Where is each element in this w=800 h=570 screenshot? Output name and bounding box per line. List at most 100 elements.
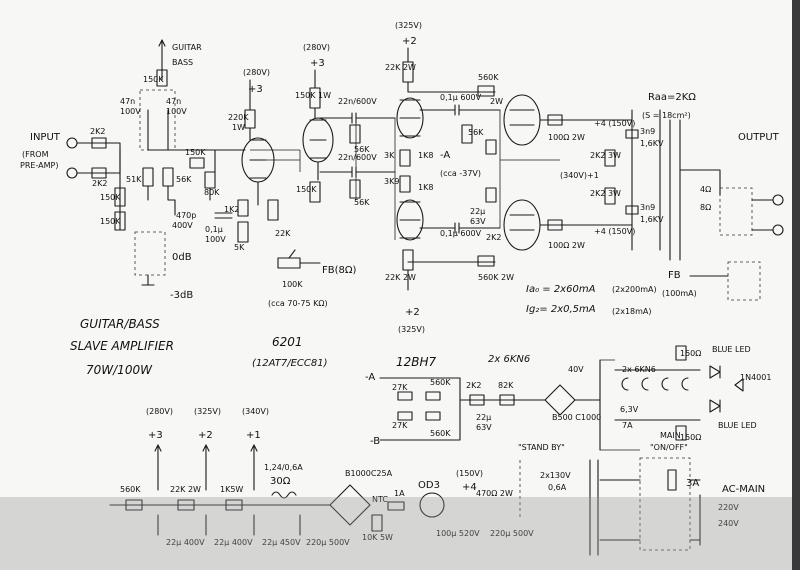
label-150k-5: 150K 1W bbox=[295, 91, 331, 100]
rail-plus2-a: +2 bbox=[402, 36, 417, 47]
input-preamp-label: PRE-AMP) bbox=[20, 161, 58, 170]
od3-label: OD3 bbox=[418, 480, 440, 491]
impedance-switch bbox=[719, 187, 753, 236]
guitar-label: GUITAR bbox=[172, 43, 202, 52]
heater-6kn6-label: 2x 6KN6 bbox=[622, 365, 656, 374]
label-5k: 5K bbox=[234, 243, 245, 252]
output-switch-b bbox=[727, 261, 761, 301]
tube-6kn6-b bbox=[503, 199, 541, 251]
feedback-pot bbox=[277, 257, 301, 269]
rail-plus2-b: +2 bbox=[405, 307, 420, 318]
tube-6kn6-a bbox=[503, 94, 541, 146]
label-8ohm: 8Ω bbox=[700, 203, 711, 212]
cca-label: (cca 70-75 KΩ) bbox=[268, 299, 328, 308]
label-63v-b: 63V bbox=[476, 423, 492, 432]
cca37-label: (cca -37V) bbox=[440, 169, 481, 178]
guitar-bass-switch bbox=[139, 89, 176, 151]
xfmr-2x130v: 2x130V bbox=[540, 471, 571, 480]
ia0-note2: (100mA) bbox=[662, 289, 697, 298]
label-150k-6: 150K bbox=[296, 185, 317, 194]
output-transformer: Raa=2KΩ (S = 18cm²) 3n9 1,6KV 3n9 1,6KV … bbox=[560, 92, 784, 301]
label-51k: 51K bbox=[126, 175, 142, 184]
standby-label: "STAND BY" bbox=[518, 443, 565, 452]
minus-a-label: -A bbox=[440, 150, 450, 161]
s-core-label: (S = 18cm²) bbox=[642, 111, 691, 120]
rail-150v-b: +4 (150V) bbox=[594, 227, 635, 236]
label-150k-2: 150K bbox=[100, 193, 121, 202]
title-block: GUITAR/BASS SLAVE AMPLIFIER 70W/100W 620… bbox=[70, 317, 328, 377]
label-100v-a: 100V bbox=[120, 107, 141, 116]
label-100ohm-a: 100Ω 2W bbox=[548, 133, 585, 142]
label-220u500-b: 220μ 500V bbox=[490, 529, 534, 538]
label-2k2-c: 2K2 bbox=[486, 233, 501, 242]
supply-340v: (340V) bbox=[242, 407, 269, 416]
blue-led-1-label: BLUE LED bbox=[712, 345, 751, 354]
label-b500: B500 C1000 bbox=[552, 413, 601, 422]
ia0-label: Ia₀ = 2x60mA bbox=[526, 284, 596, 295]
label-3n9-a: 3n9 bbox=[640, 127, 655, 136]
fuse-3a bbox=[667, 469, 677, 491]
label-2k2-a: 2K2 bbox=[90, 127, 105, 136]
ntc-label: NTC bbox=[372, 495, 388, 504]
label-22u-a: 22μ bbox=[470, 207, 485, 216]
label-150ohm-b: 150Ω bbox=[680, 433, 701, 442]
supply-plus1: +1 bbox=[246, 430, 261, 441]
level-switch bbox=[134, 231, 166, 276]
heater-7a-label: 7A bbox=[622, 421, 633, 430]
on-off-label: "ON/OFF" bbox=[650, 443, 688, 452]
tube-6201-alt-label: (12AT7/ECC81) bbox=[252, 358, 328, 369]
tube-6201-stage: (280V) +3 220K 1W 1K2 5K 0,1μ 100V 22K (… bbox=[205, 43, 396, 308]
blue-led-1 bbox=[709, 365, 721, 379]
bias-supply: 12BH7 2x 6KN6 40V -A -B 27K 27K 560K 560… bbox=[365, 354, 601, 451]
driver-stage: (325V) +2 22K 2W 560K 2W 0,1μ 600V 56K 3… bbox=[384, 21, 514, 334]
output-label: OUTPUT bbox=[738, 132, 780, 143]
photo-edge-strip bbox=[792, 0, 800, 570]
supply-plus4: +4 bbox=[462, 482, 477, 493]
label-01u600-a: 0,1μ 600V bbox=[440, 93, 482, 102]
label-150k: 150K bbox=[143, 75, 164, 84]
rail-325v-b: (325V) bbox=[398, 325, 425, 334]
label-220u500: 220μ 500V bbox=[306, 538, 350, 547]
input-jack-1 bbox=[66, 137, 78, 149]
rail-340v-plus1: (340V)+1 bbox=[560, 171, 599, 180]
label-80k: 80K bbox=[204, 188, 220, 197]
input-jack-2 bbox=[66, 167, 78, 179]
label-124-06a: 1,24/0,6A bbox=[264, 463, 303, 472]
fuse-1a bbox=[387, 501, 405, 511]
label-10k5w: 10K 5W bbox=[362, 533, 393, 542]
output-jack-2 bbox=[772, 224, 784, 236]
rail-280v-b: (280V) bbox=[303, 43, 330, 52]
operating-points: Ia₀ = 2x60mA (2x200mA) (100mA) Ig₂= 2x0,… bbox=[526, 284, 697, 316]
input-section: INPUT (FROM PRE-AMP) 2K2 2K2 150K 150K G… bbox=[20, 39, 246, 301]
od3-regulator bbox=[419, 492, 445, 518]
minus3db-label: -3dB bbox=[170, 290, 193, 301]
label-30ohm: 30Ω bbox=[270, 476, 291, 487]
label-2k2-d: 2K2 bbox=[466, 381, 481, 390]
bias-40v-label: 40V bbox=[568, 365, 584, 374]
label-22k2w-b: 22K 2W bbox=[385, 273, 416, 282]
title-line-2: SLAVE AMPLIFIER bbox=[70, 339, 174, 353]
xfmr-06a: 0,6A bbox=[548, 483, 567, 492]
label-56k-3: 56K bbox=[354, 198, 370, 207]
label-150k-4: 150K bbox=[185, 148, 206, 157]
label-560k-d: 560K bbox=[430, 429, 451, 438]
label-400v: 400V bbox=[172, 221, 193, 230]
label-100v-b: 100V bbox=[166, 107, 187, 116]
label-560k-c: 560K bbox=[430, 378, 451, 387]
label-82k: 82K bbox=[498, 381, 514, 390]
blue-led-2-label: BLUE LED bbox=[718, 421, 757, 430]
bass-label: BASS bbox=[172, 58, 193, 67]
label-16kv-a: 1,6KV bbox=[640, 139, 664, 148]
fuse-1a-label: 1A bbox=[394, 489, 405, 498]
label-3k: 3K bbox=[384, 151, 395, 160]
supply-325v: (325V) bbox=[194, 407, 221, 416]
label-56k-2: 56K bbox=[354, 145, 370, 154]
label-150ohm-a: 150Ω bbox=[680, 349, 701, 358]
label-220k: 220K bbox=[228, 113, 249, 122]
label-22u400-a: 22μ 400V bbox=[166, 538, 205, 547]
tube-6kn6-label: 2x 6KN6 bbox=[488, 354, 530, 365]
output-jack-1 bbox=[772, 194, 784, 206]
label-63v-a: 63V bbox=[470, 217, 486, 226]
rail-150v-a: +4 (150V) bbox=[594, 119, 635, 128]
